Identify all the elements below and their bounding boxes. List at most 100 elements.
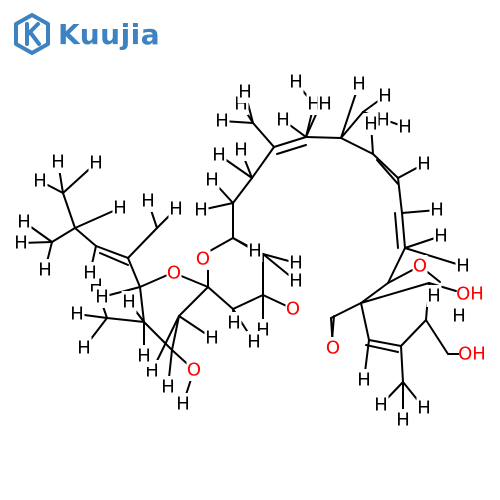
double-bond-line (365, 344, 399, 353)
hydrogen-atom-label-bg (288, 270, 304, 292)
hydrogen-atom-label: H (427, 286, 441, 307)
hydrogen-atom-label-bg (193, 199, 209, 221)
oxygen-atom-label-bg (195, 248, 211, 270)
kuujia-logo: Kuujia (12, 12, 160, 56)
hydrogen-atom-label-bg (88, 152, 104, 174)
hydrogen-atom-label-bg (356, 369, 372, 391)
hydrogen-atom-label-bg (204, 327, 220, 349)
bond-line (360, 302, 370, 341)
hydrogen-atom-label-bg (237, 81, 253, 103)
bond-line (252, 122, 275, 148)
bond-line (387, 247, 406, 284)
hydrogen-atom-label-bg (168, 198, 184, 220)
hydrogen-atom-label-bg (317, 93, 333, 115)
bond-line (428, 282, 457, 292)
hydrogen-atom-label: H (430, 200, 444, 221)
hydrogen-atom-label: H (95, 287, 109, 308)
bond-line (207, 286, 234, 310)
bond-line (273, 136, 307, 148)
oxygen-atom-label: O (286, 299, 300, 320)
hydroxyl-label-bg (457, 283, 483, 305)
hydrogen-atom-label-bg (82, 262, 98, 284)
hydrogen-atom-label: H (77, 338, 91, 359)
hydrogen-atom-label: H (398, 117, 412, 138)
hydrogen-atom-label: H (456, 256, 470, 277)
hydrogen-atom-label: H (205, 328, 219, 349)
bond-line (340, 111, 364, 139)
hydrogen-atom-label: H (161, 377, 175, 398)
hydrogen-atom-label-bg (204, 169, 220, 191)
hydrogen-atom-label-bg (275, 109, 291, 131)
hydrogen-atom-label-bg (175, 393, 191, 415)
hydrogen-atom-label: H (234, 140, 248, 161)
hydrogen-atom-label-bg (373, 394, 389, 416)
hydrogen-atom-label-bg (160, 376, 176, 398)
oxygen-atom-label-bg (325, 337, 341, 359)
hydrogen-atom-label-bg (136, 345, 152, 367)
hydrogen-atom-label: H (38, 260, 52, 281)
bond-line (139, 286, 145, 323)
hydrogen-atom-label: H (176, 394, 190, 415)
oxygen-atom-label-bg (186, 359, 202, 381)
hydrogen-atom-label: H (289, 72, 303, 93)
hydrogen-atom-label-bg (94, 286, 110, 308)
hydrogen-atom-label-bg (363, 113, 379, 135)
hydrogen-atom-label-bg (246, 331, 262, 353)
hydrogen-atom-label-bg (37, 259, 53, 281)
hydrogen-atom-label-bg (13, 232, 29, 254)
bond-line (127, 227, 158, 259)
bond-line (171, 315, 180, 351)
hydrogen-atom-label-bg (112, 197, 128, 219)
hydrogen-atom-label: H (122, 292, 136, 313)
hydrogen-atom-label-bg (375, 109, 391, 131)
oxygen-atom-label: O (196, 249, 210, 270)
hydrogen-atom-label: H (289, 271, 303, 292)
bond-line (232, 294, 264, 310)
bond-line (232, 177, 253, 204)
hydrogen-atom-label: H (307, 94, 321, 115)
hydrogen-atom-label-bg (288, 252, 304, 274)
hydrogen-atom-label-bg (377, 85, 393, 107)
hydrogen-atom-label-bg (121, 291, 137, 313)
hydrogen-atom-label-bg (351, 73, 367, 95)
hydrogen-atom-label: H (378, 86, 392, 107)
hydrogen-atom-label: H (417, 154, 431, 175)
hydrogen-atom-label-bg (16, 211, 32, 233)
bond-line (106, 317, 145, 323)
hydrogen-atom-label: H (51, 152, 65, 173)
hydrogen-atom-label: H (289, 253, 303, 274)
hydrogen-atom-label: H (318, 94, 332, 115)
oxygen-atom-label: O (326, 338, 340, 359)
hydrogen-atom-label: H (33, 171, 47, 192)
hydrogen-atom-label: H (352, 74, 366, 95)
oxygen-atom-label: O (187, 360, 201, 381)
hydrogen-atom-label-bg (288, 71, 304, 93)
hydrogen-atom-label: H (374, 395, 388, 416)
double-bond-line (331, 315, 335, 341)
hydrogen-atom-label: H (83, 263, 97, 284)
oxygen-atom-label-bg (285, 298, 301, 320)
bond-line (401, 212, 406, 249)
hydrogen-atom-label: H (17, 212, 31, 233)
hydrogen-atom-label: H (357, 370, 371, 391)
bond-line (368, 339, 402, 347)
hydrogen-atom-label: H (227, 313, 241, 334)
hydrogen-atom-label: H (417, 398, 431, 419)
bond-line (51, 227, 76, 243)
hydrogen-atom-label-bg (32, 170, 48, 192)
hydrogen-atom-label-bg (426, 285, 442, 307)
bond-line (330, 302, 362, 319)
hydrogen-atom-label: H (141, 191, 155, 212)
hydrogen-atom-label: H (70, 304, 84, 325)
double-bond-line (276, 144, 307, 155)
hydrogen-atom-label: H (247, 332, 261, 353)
bond-line (372, 153, 399, 179)
double-bond-line (99, 252, 129, 266)
bond-line (400, 319, 427, 347)
hydrogen-atom-label: H (276, 110, 290, 131)
bond-line (62, 192, 76, 229)
hydrogen-atom-label: H (89, 153, 103, 174)
hydrogen-atom-label-bg (395, 409, 411, 431)
